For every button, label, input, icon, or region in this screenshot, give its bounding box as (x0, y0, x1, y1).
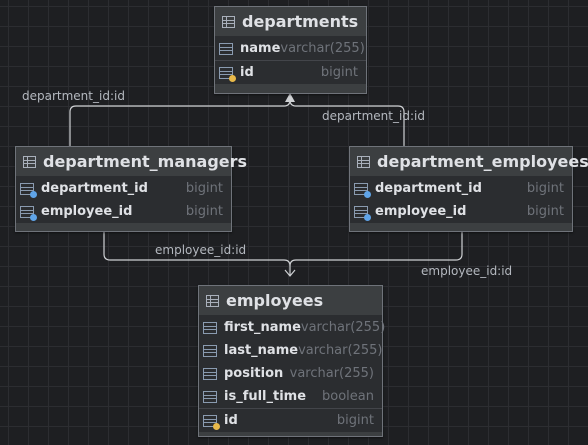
primary-key-icon (219, 66, 236, 82)
column-icon (203, 321, 217, 334)
column-type: varchar(255) (280, 41, 365, 56)
table-header[interactable]: departments (215, 7, 366, 37)
column-name: id (240, 65, 254, 80)
column-type: varchar(255) (300, 320, 386, 335)
foreign-key-icon (20, 182, 37, 198)
column-name: name (240, 41, 281, 56)
relationship-label-employees-departments: department_id:id (322, 109, 425, 123)
column-type: bigint (336, 413, 374, 428)
column-icon (203, 367, 217, 380)
column-type: varchar(255) (289, 366, 374, 381)
column-row-employee-id[interactable]: employee_id bigint (16, 200, 231, 223)
table-title: department_employees (377, 152, 588, 171)
foreign-key-icon (354, 205, 371, 221)
connector-employees-to-employees-link (289, 232, 463, 267)
column-icon (203, 344, 217, 357)
column-type: bigint (526, 181, 564, 196)
column-row-is-full-time[interactable]: is_full_time boolean (199, 385, 382, 408)
table-header[interactable]: department_managers (16, 147, 247, 177)
table-employees[interactable]: employees first_name varchar(255) last_n… (198, 285, 386, 437)
table-departments[interactable]: departments name varchar(255) id bigint (214, 6, 367, 94)
relationship-label-managers-departments: department_id:id (22, 89, 125, 103)
column-icon (203, 390, 217, 403)
table-icon (206, 294, 219, 307)
column-name: department_id (41, 181, 148, 196)
column-name: first_name (224, 320, 301, 335)
column-name: position (224, 366, 284, 381)
foreign-key-icon (20, 205, 37, 221)
column-type: bigint (185, 204, 223, 219)
connector-employees-to-departments (289, 99, 405, 146)
column-row-first-name[interactable]: first_name varchar(255) (199, 316, 386, 339)
column-type: varchar(255) (298, 343, 383, 358)
column-row-last-name[interactable]: last_name varchar(255) (199, 339, 382, 362)
column-row-name[interactable]: name varchar(255) (215, 37, 366, 60)
foreign-key-icon (354, 182, 371, 198)
table-icon (222, 15, 235, 28)
column-row-id[interactable]: id bigint (199, 408, 382, 432)
column-name: is_full_time (224, 389, 307, 404)
arrow-to-employees (284, 269, 296, 277)
table-title: employees (226, 291, 324, 310)
column-type: bigint (526, 204, 564, 219)
column-icon (219, 42, 233, 55)
table-title: department_managers (43, 152, 248, 171)
column-row-employee-id[interactable]: employee_id bigint (350, 200, 572, 223)
column-type: boolean (322, 389, 374, 404)
column-row-id[interactable]: id bigint (215, 60, 366, 84)
table-icon (357, 155, 370, 168)
column-name: department_id (375, 181, 482, 196)
table-header[interactable]: department_employees (350, 147, 588, 177)
table-icon (23, 155, 36, 168)
arrow-to-departments (285, 93, 295, 102)
table-header[interactable]: employees (199, 286, 382, 316)
column-name: employee_id (41, 204, 133, 219)
relationship-label-employees-employees: employee_id:id (421, 264, 513, 278)
table-title: departments (242, 12, 359, 31)
connector-managers-to-employees (103, 232, 291, 276)
column-name: last_name (224, 343, 299, 358)
column-name: id (224, 413, 238, 428)
connector-managers-to-departments (69, 94, 291, 146)
relationship-label-managers-employees: employee_id:id (155, 243, 247, 257)
column-type: bigint (320, 65, 358, 80)
column-row-position[interactable]: position varchar(255) (199, 362, 382, 385)
table-department-employees[interactable]: department_employees department_id bigin… (349, 146, 588, 232)
column-row-department-id[interactable]: department_id bigint (350, 177, 572, 200)
column-name: employee_id (375, 204, 467, 219)
column-row-department-id[interactable]: department_id bigint (16, 177, 231, 200)
column-type: bigint (185, 181, 223, 196)
primary-key-icon (203, 414, 220, 430)
table-department-managers[interactable]: department_managers department_id bigint… (15, 146, 247, 232)
